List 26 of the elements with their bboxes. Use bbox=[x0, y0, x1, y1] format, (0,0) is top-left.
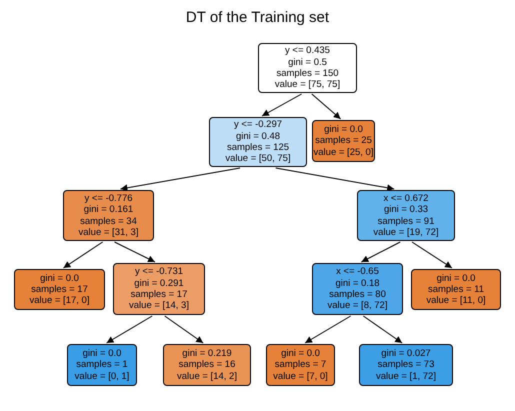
tree-node-box: x <= 0.672 gini = 0.33 samples = 91 value = [19, 72] bbox=[357, 190, 455, 241]
arrow bbox=[362, 316, 403, 344]
tree-node-box: gini = 0.0 samples = 25 value = [25, 0] bbox=[312, 120, 375, 162]
tree-node-box: gini = 0.0 samples = 11 value = [11, 0] bbox=[411, 269, 501, 310]
arrow bbox=[114, 242, 156, 262]
arrow bbox=[304, 316, 352, 344]
chart-title: DT of the Training set bbox=[184, 9, 330, 26]
arrow bbox=[120, 168, 241, 192]
tree-node-box: gini = 0.0 samples = 7 value = [7, 0] bbox=[266, 344, 335, 386]
tree-node-box: gini = 0.0 samples = 1 value = [0, 1] bbox=[67, 344, 137, 386]
tree-node-box: gini = 0.0 samples = 17 value = [17, 0] bbox=[14, 269, 105, 310]
arrow bbox=[261, 94, 302, 116]
tree-node-box: y <= -0.731 gini = 0.291 samples = 17 value = [14, 3] bbox=[113, 263, 205, 315]
arrow bbox=[360, 242, 401, 262]
arrow bbox=[164, 316, 204, 344]
tree-node-box: y <= -0.297 gini = 0.48 samples = 125 value = [50, 75] bbox=[209, 117, 307, 167]
tree-node-box: y <= -0.776 gini = 0.161 samples = 34 value = [31, 3] bbox=[63, 190, 154, 241]
arrow bbox=[412, 242, 452, 268]
tree-node-box: gini = 0.219 samples = 16 value = [14, 2] bbox=[163, 344, 251, 386]
arrow bbox=[62, 242, 104, 268]
tree-node-box: y <= 0.435 gini = 0.5 samples = 150 value = [75, 75] bbox=[258, 43, 357, 93]
tree-node-box: gini = 0.027 samples = 73 value = [1, 72] bbox=[359, 344, 453, 386]
arrow bbox=[106, 316, 153, 344]
arrow bbox=[311, 94, 342, 120]
arrow bbox=[275, 168, 395, 192]
tree-node-box: x <= -0.65 gini = 0.18 samples = 80 value = [8, 72] bbox=[312, 263, 403, 315]
